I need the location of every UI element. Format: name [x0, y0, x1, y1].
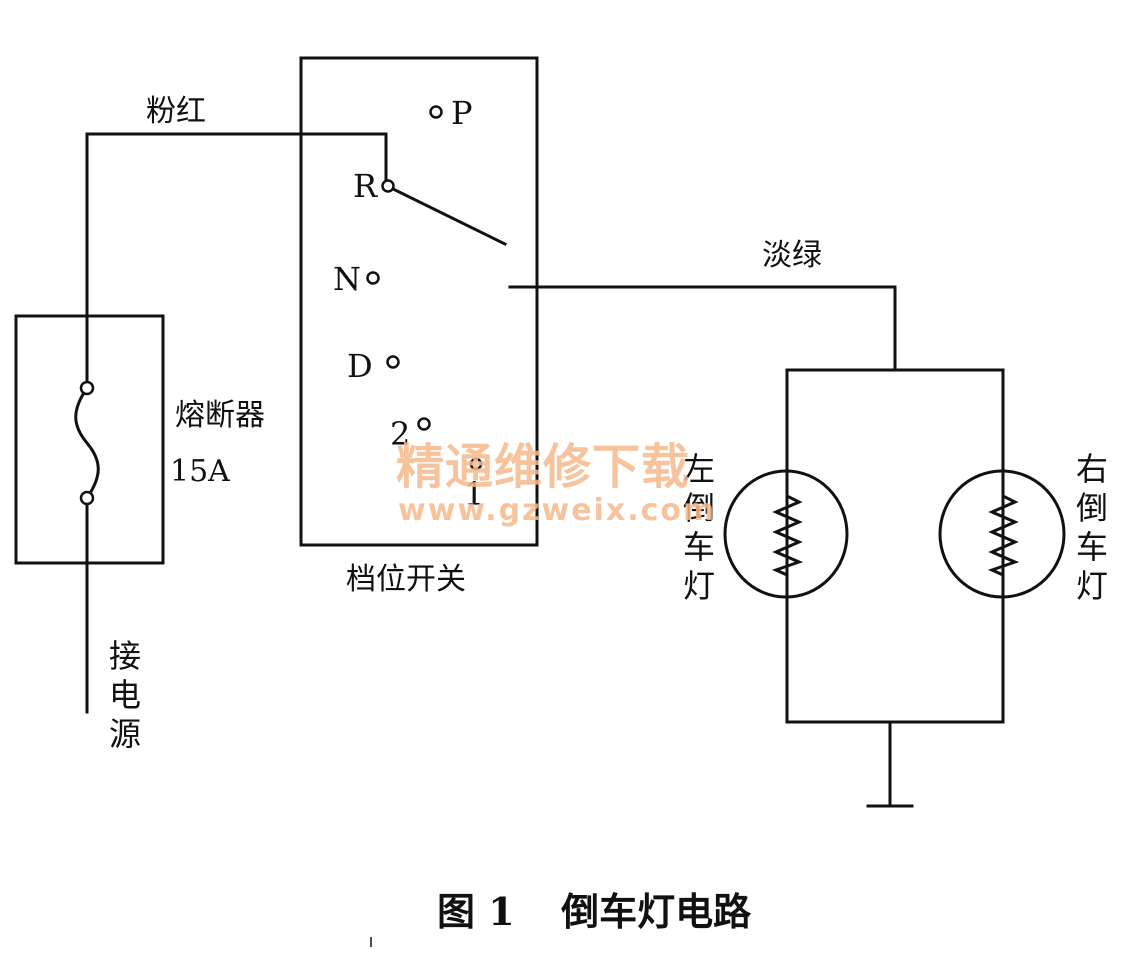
lamp-parallel-frame [785, 368, 1005, 724]
contact-n [366, 271, 380, 285]
contact-2 [417, 417, 431, 431]
gear-position-1-label: 1 [464, 475, 485, 513]
right-lamp-filament [987, 469, 1020, 599]
left-lamp-filament [771, 469, 804, 599]
gear-position-n-label: N [333, 260, 361, 298]
fuse-terminal-bottom [79, 490, 95, 506]
contact-r [381, 179, 395, 193]
gear-switch-box [299, 56, 539, 547]
gear-position-p-label: P [451, 94, 473, 132]
figure-title: 倒车灯电路 [561, 889, 752, 934]
contact-p [429, 105, 443, 119]
gear-position-2-label: 2 [390, 415, 411, 453]
pink-wire [85, 132, 388, 714]
fuse-rating-label: 15A [170, 454, 230, 489]
gear-position-d-label: D [347, 347, 373, 385]
power-source-label: 接电源 [108, 637, 141, 753]
fuse-label: 熔断器 [175, 398, 265, 433]
gear-position-r-label: R [353, 167, 378, 205]
figure-caption: 图 1 倒车灯电路 [437, 893, 751, 931]
fuse-terminal-top [79, 380, 95, 396]
watermark-text: 精通维修下载 [396, 439, 691, 495]
light-green-wire [508, 285, 897, 372]
wire-color-light-green-label: 淡绿 [762, 238, 822, 273]
figure-number: 图 1 [437, 889, 515, 934]
wire-color-pink-label: 粉红 [146, 94, 206, 129]
right-reverse-lamp-label: 右倒车灯 [1075, 450, 1108, 605]
fuse-element [74, 385, 100, 501]
gear-switch-label: 档位开关 [346, 562, 466, 597]
left-reverse-lamp-label: 左倒车灯 [682, 450, 715, 605]
switch-blade [388, 185, 508, 247]
watermark-url: www.gzweix.com [398, 493, 717, 528]
contact-d [386, 355, 400, 369]
contact-1 [469, 457, 483, 471]
fuse-box [14, 314, 165, 565]
